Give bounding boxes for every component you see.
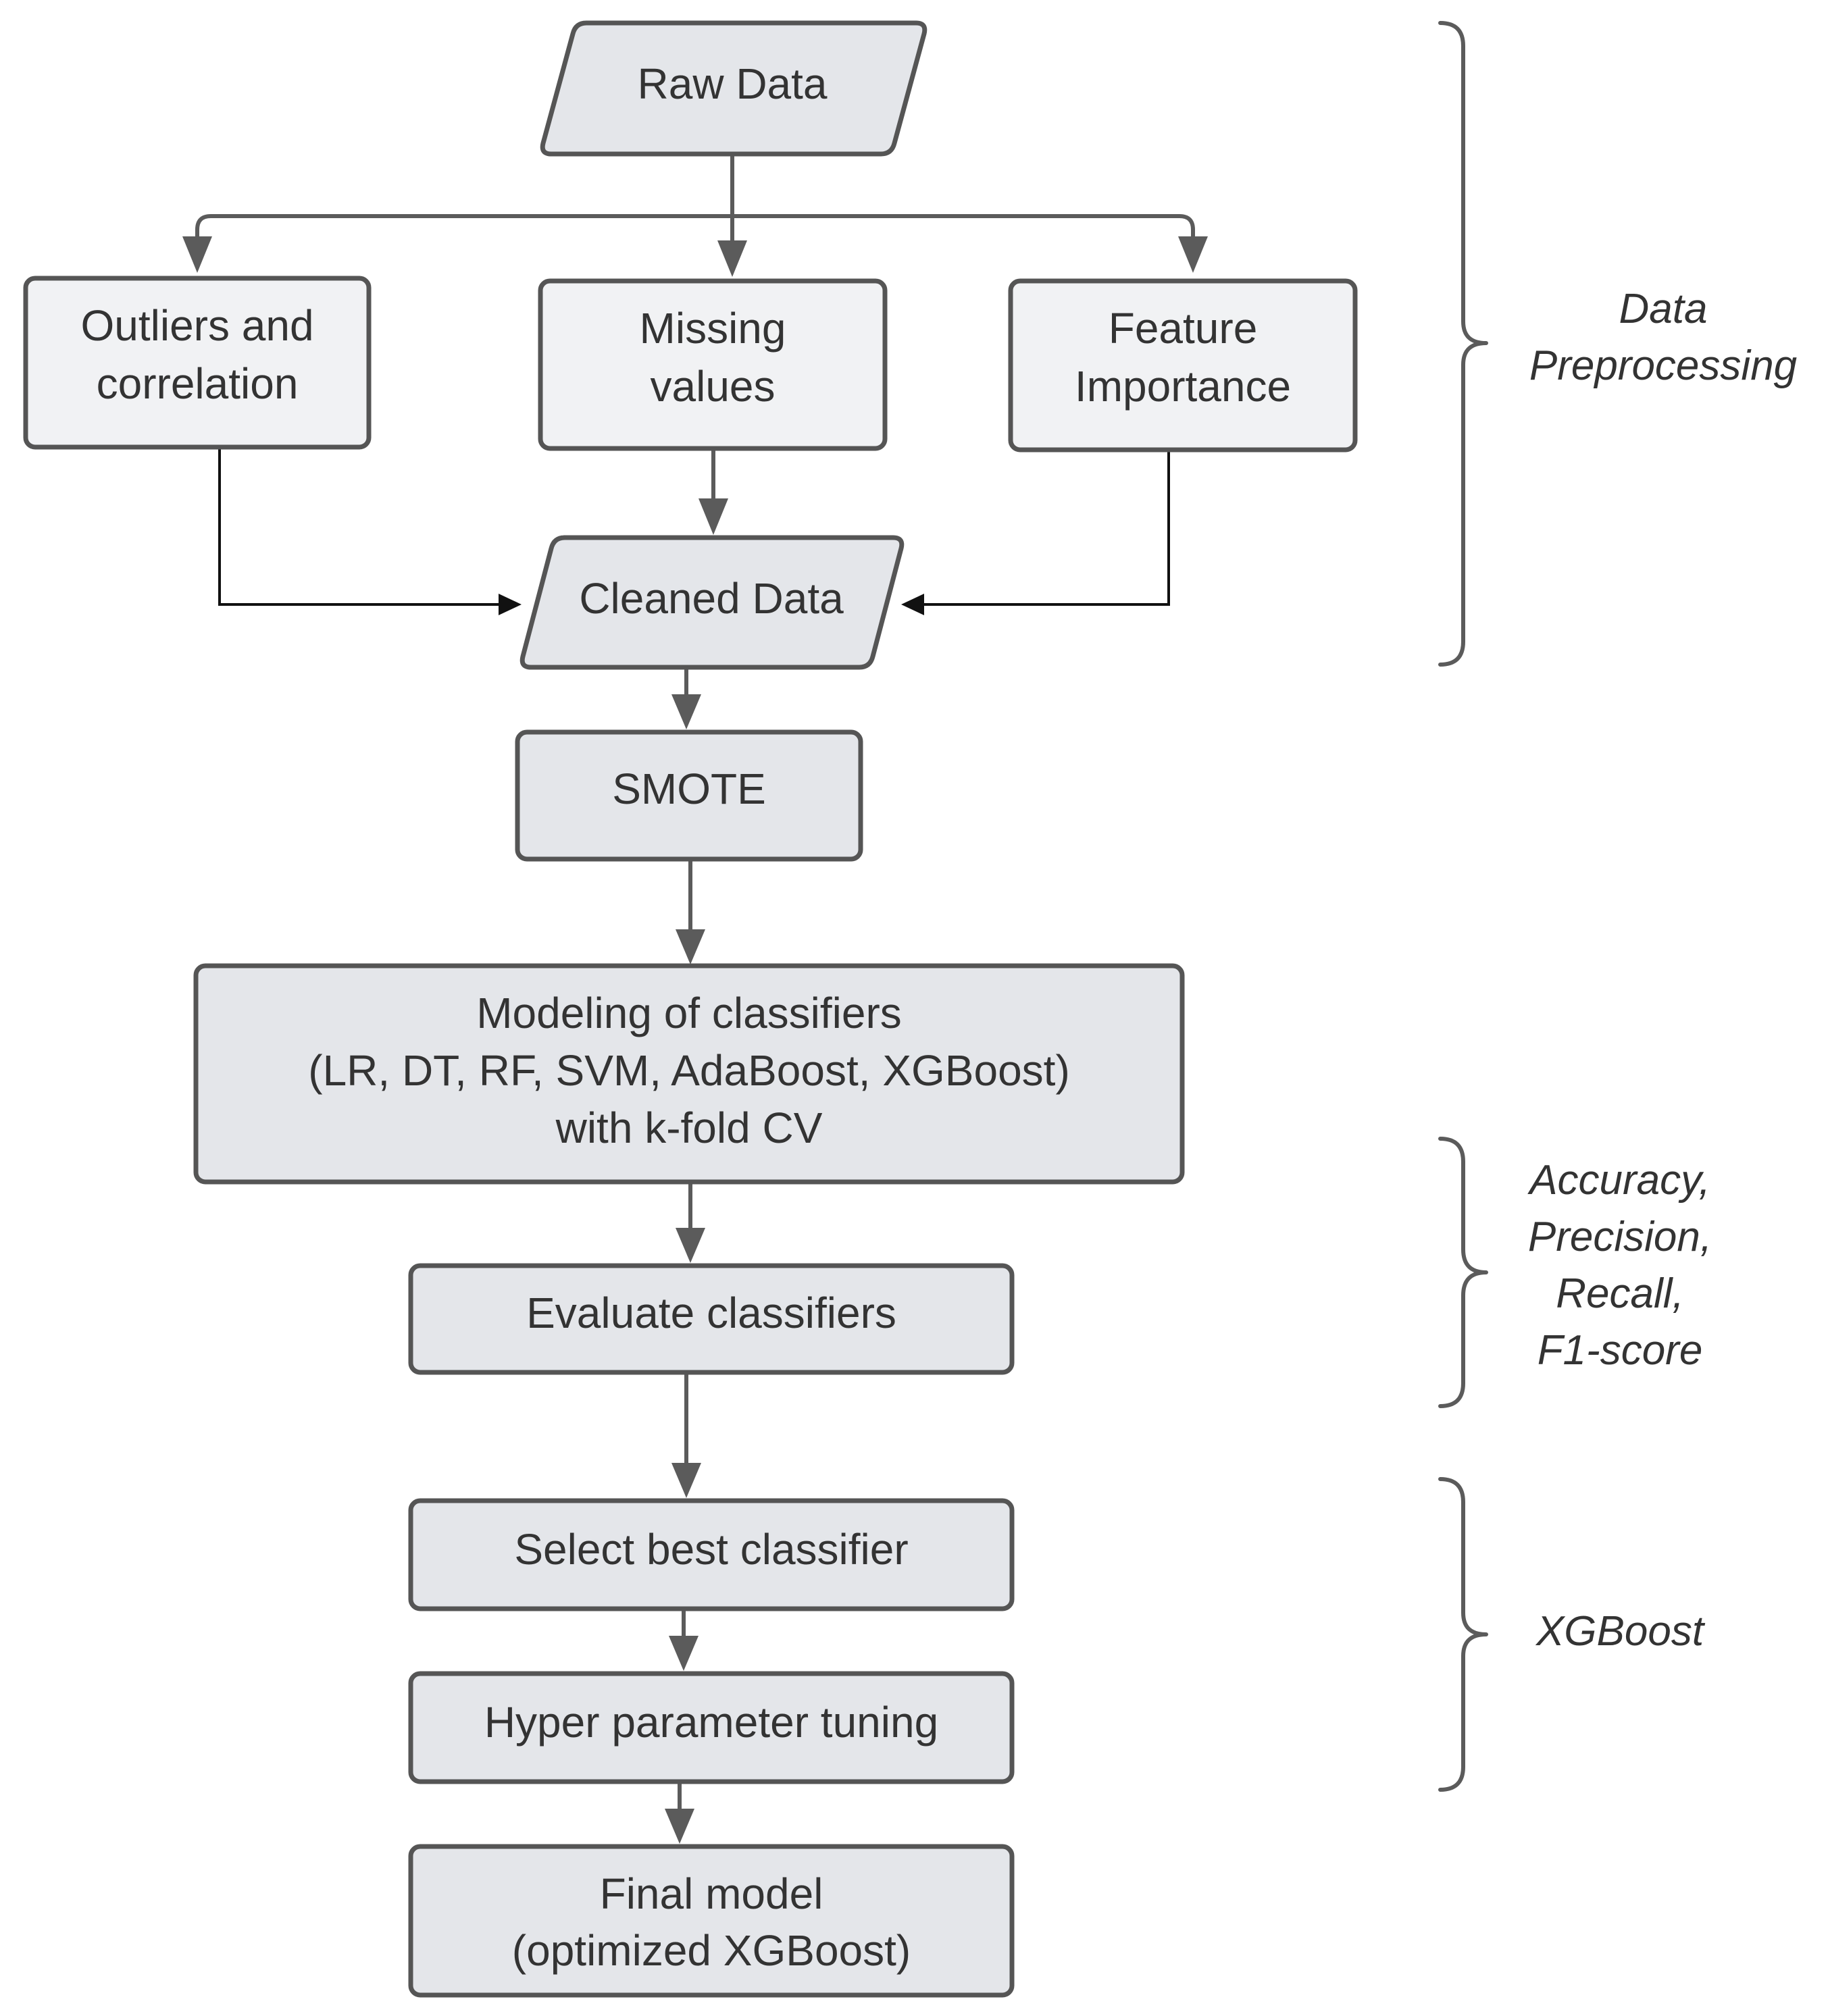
feature-importance-node: Feature Importance xyxy=(1008,278,1358,453)
edges xyxy=(182,155,1208,1844)
outliers-label-line-1: Outliers and xyxy=(80,301,313,350)
preprocessing-label-line-2: Preprocessing xyxy=(1529,342,1797,389)
modeling-label-line-2: (LR, DT, RF, SVM, AdaBoost, XGBoost) xyxy=(308,1046,1070,1095)
preprocessing-label-line-1: Data xyxy=(1619,286,1708,332)
smote-node: SMOTE xyxy=(515,729,863,862)
raw-data-label: Raw Data xyxy=(638,59,828,108)
arrowhead-cleaned-top xyxy=(699,498,728,535)
arrowhead-cleaned-left xyxy=(499,594,522,615)
evaluate-node: Evaluate classifiers xyxy=(408,1263,1015,1375)
modeling-label-line-1: Modeling of classifiers xyxy=(476,989,902,1037)
edge-outliers-to-cleaned xyxy=(218,449,500,606)
final-label-line-1: Final model xyxy=(600,1869,823,1918)
final-label-line-2: (optimized XGBoost) xyxy=(512,1926,911,1975)
feature-label-line-1: Feature xyxy=(1109,304,1258,353)
arrowhead-modeling xyxy=(676,929,705,964)
metrics-label-line-2: Precision, xyxy=(1528,1214,1712,1260)
select-node: Select best classifier xyxy=(408,1498,1015,1611)
xgboost-label: XGBoost xyxy=(1535,1608,1706,1655)
arrowhead-select xyxy=(671,1463,701,1498)
arrowhead-feature xyxy=(1178,236,1208,273)
select-label: Select best classifier xyxy=(514,1525,908,1574)
cleaned-data-label: Cleaned Data xyxy=(579,574,844,623)
metrics-label-line-4: F1-score xyxy=(1538,1327,1703,1374)
modeling-node: Modeling of classifiers (LR, DT, RF, SVM… xyxy=(193,963,1185,1185)
tuning-node: Hyper parameter tuning xyxy=(408,1671,1015,1784)
edge-branch-horizontal xyxy=(195,214,1195,238)
tuning-label: Hyper parameter tuning xyxy=(484,1698,938,1747)
arrowhead-missing xyxy=(717,240,747,277)
metrics-label-line-1: Accuracy, xyxy=(1527,1157,1710,1204)
arrowhead-evaluate xyxy=(676,1228,705,1263)
edge-feature-to-cleaned xyxy=(923,449,1170,606)
outliers-node: Outliers and correlation xyxy=(23,276,372,450)
arrowhead-cleaned-right xyxy=(901,594,924,615)
missing-label-line-1: Missing xyxy=(640,304,786,353)
missing-label-line-2: values xyxy=(651,362,776,411)
arrowhead-smote xyxy=(671,694,701,729)
missing-values-node: Missing values xyxy=(538,278,888,451)
metrics-label-line-3: Recall, xyxy=(1556,1270,1684,1317)
arrowhead-outliers xyxy=(182,236,212,273)
brace-xgboost xyxy=(1438,1477,1488,1792)
brace-metrics xyxy=(1438,1137,1488,1408)
outliers-label-line-2: correlation xyxy=(97,359,299,408)
cleaned-data-node: Cleaned Data xyxy=(519,535,905,670)
raw-data-node: Raw Data xyxy=(540,20,928,157)
arrowhead-tuning xyxy=(669,1636,699,1671)
final-model-node: Final model (optimized XGBoost) xyxy=(408,1844,1015,1998)
evaluate-label: Evaluate classifiers xyxy=(526,1289,896,1337)
modeling-label-line-3: with k-fold CV xyxy=(555,1104,823,1152)
smote-label: SMOTE xyxy=(612,765,766,813)
feature-label-line-2: Importance xyxy=(1075,362,1291,411)
brace-preprocessing xyxy=(1438,21,1488,667)
arrowhead-final xyxy=(665,1809,694,1844)
